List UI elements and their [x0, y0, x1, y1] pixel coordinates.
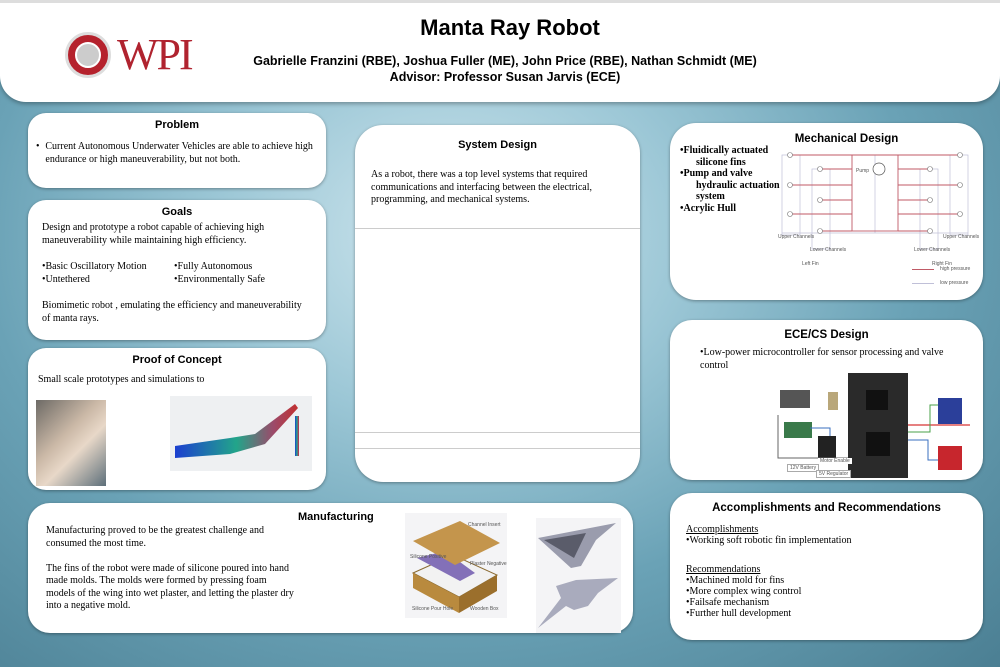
regulator-label: 5V Regulator [816, 470, 852, 478]
goals-list: •Basic Oscillatory Motion •Fully Autonom… [42, 261, 312, 286]
goals-intro: Design and prototype a robot capable of … [42, 222, 265, 246]
mech-item: •Pump and valve [680, 168, 753, 179]
ece-text: •Low-power microcontroller for sensor pr… [700, 347, 944, 371]
prototype-photo [36, 400, 106, 486]
problem-title: Problem [154, 119, 199, 131]
proof-text: Small scale prototypes and simulations t… [38, 374, 205, 385]
mech-item: •Acrylic Hull [680, 202, 736, 214]
accomplishments-content: Accomplishments •Working soft robotic fi… [686, 524, 967, 619]
problem-panel: Problem •Current Autonomous Underwater V… [28, 113, 326, 188]
mech-item: silicone fins [696, 156, 746, 168]
pump-label: Pump [856, 168, 870, 174]
wooden-box-label: Wooden Box [470, 606, 499, 612]
battery-label: 12V Battery [787, 464, 820, 472]
mechanical-list: •Fluidically actuated silicone fins •Pum… [680, 145, 780, 214]
poster-header: WPI Manta Ray Robot Gabrielle Franzini (… [0, 0, 1000, 102]
recommendation-item: •Failsafe mechanism [686, 597, 770, 608]
silicone-positive-label: Silicone Positive [410, 554, 447, 560]
high-pressure-label: high pressure [940, 266, 971, 272]
wpi-seal-icon [65, 31, 111, 78]
wpi-logo: WPI [65, 29, 194, 80]
left-fin-label: Left Fin [802, 261, 819, 267]
plaster-negative-label: Plaster Negative [470, 561, 507, 567]
mech-item: •Fluidically actuated [680, 145, 769, 156]
author-list: Gabrielle Franzini (RBE), Joshua Fuller … [253, 54, 757, 68]
right-fin-label: Right Fin [932, 261, 953, 267]
system-title: System Design [458, 139, 537, 151]
mechanical-panel: Mechanical Design •Fluidically actuated … [670, 123, 983, 300]
goals-title: Goals [161, 206, 193, 218]
channel-insert-label: Channel Insert [468, 522, 501, 528]
manufacturing-title: Manufacturing [298, 511, 374, 523]
recommendation-item: •More complex wing control [686, 586, 802, 597]
circuit-diagram [777, 373, 970, 478]
problem-bullet-row: •Current Autonomous Underwater Vehicles … [36, 141, 318, 166]
divider [355, 432, 640, 433]
lower-channels-left-label: Lower Channels [810, 247, 847, 253]
lower-channels-right-label: Lower Channels [914, 247, 951, 253]
recommendation-item: •Machined mold for fins [686, 575, 785, 586]
mechanical-title: Mechanical Design [794, 133, 899, 145]
recommendation-item: •Further hull development [686, 608, 792, 619]
accomplishments-panel: Accomplishments and Recommendations Acco… [670, 493, 983, 640]
motor-enable-label: Motor Enable [818, 458, 852, 464]
pour-hole-label: Silicone Pour Hole [412, 606, 454, 612]
ece-panel: ECE/CS Design •Low-power microcontroller… [670, 320, 983, 480]
manufacturing-text: Manufacturing proved to be the greatest … [46, 525, 296, 613]
manufacturing-p1: Manufacturing proved to be the greatest … [46, 525, 264, 549]
low-pressure-label: low pressure [940, 280, 969, 286]
divider [355, 228, 640, 229]
mold-assembly-image [405, 513, 507, 618]
manufacturing-p2: The fins of the robot were made of silic… [46, 562, 294, 612]
goal-item: •Basic Oscillatory Motion [42, 261, 147, 272]
upper-channels-right-label: Upper Channels [943, 234, 980, 240]
logo-text: WPI [117, 30, 194, 79]
ece-title: ECE/CS Design [784, 329, 869, 341]
proof-title: Proof of Concept [132, 354, 222, 366]
accomplishments-heading: Accomplishments [686, 524, 759, 535]
mech-item: system [696, 191, 725, 202]
problem-bullet: Current Autonomous Underwater Vehicles a… [45, 141, 313, 165]
proof-panel: Proof of Concept Small scale prototypes … [28, 348, 326, 490]
goal-item: •Environmentally Safe [174, 273, 265, 285]
system-text: As a robot, there was a top level system… [371, 169, 593, 205]
goal-item: •Fully Autonomous [174, 261, 253, 272]
fin-models-image [536, 518, 621, 633]
hydraulic-diagram [781, 152, 969, 250]
accomplishment-item: •Working soft robotic fin implementation [686, 535, 852, 546]
advisor: Advisor: Professor Susan Jarvis (ECE) [389, 70, 621, 84]
divider [355, 448, 640, 449]
goals-outro: Biomimetic robot , emulating the efficie… [42, 300, 302, 324]
mech-item: hydraulic actuation [696, 179, 780, 191]
accomplishments-title: Accomplishments and Recommendations [712, 502, 941, 514]
upper-channels-left-label: Upper Channels [778, 234, 815, 240]
high-pressure-line [912, 269, 934, 270]
manufacturing-panel: Manufacturing Manufacturing proved to be… [28, 503, 633, 633]
simulation-image [170, 396, 312, 471]
goal-item: •Untethered [42, 273, 90, 285]
low-pressure-line [912, 283, 934, 284]
system-design-panel: System Design As a robot, there was a to… [355, 125, 640, 482]
authors: Gabrielle Franzini (RBE), Joshua Fuller … [250, 53, 760, 85]
poster-title: Manta Ray Robot [420, 15, 600, 40]
goals-panel: Goals Design and prototype a robot capab… [28, 200, 326, 340]
recommendations-heading: Recommendations [686, 564, 761, 575]
